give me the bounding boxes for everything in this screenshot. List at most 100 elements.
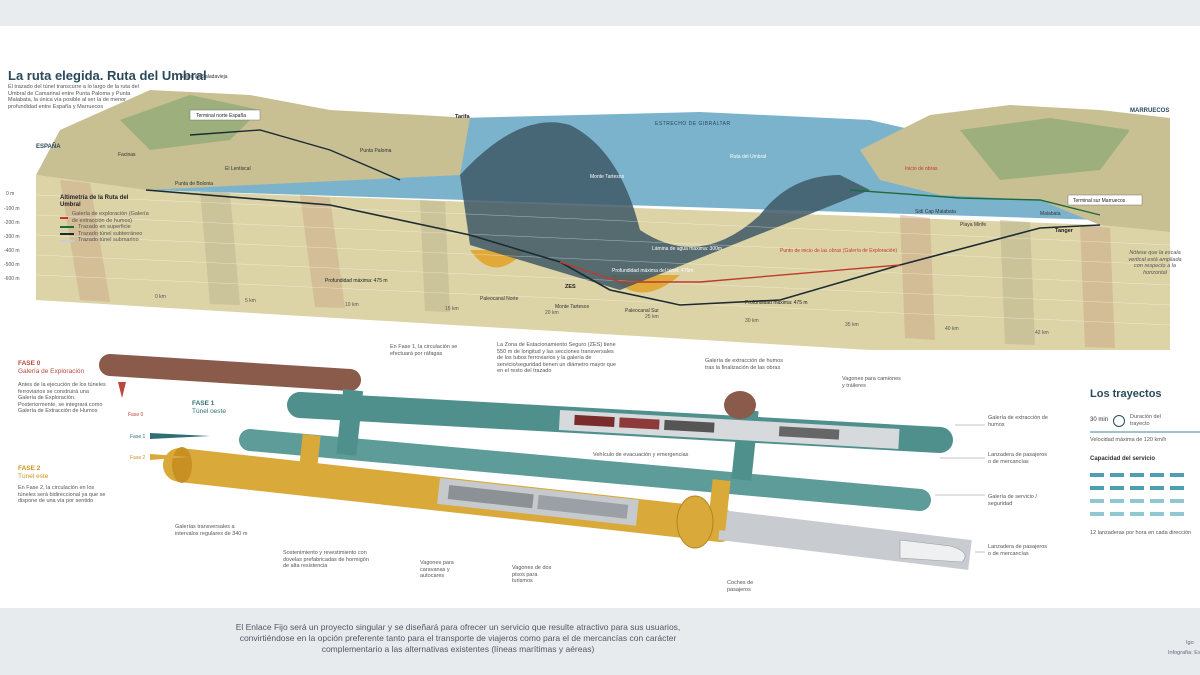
terminal-north-box [189,109,261,121]
arrow-fase1-icon [150,433,210,439]
tunnel-cutaway-diagram: Fase 0 Fase 1 Fase 2 [99,354,985,570]
service-gallery-tube [239,429,931,511]
km-ticks: 0 km 5 km 10 km 15 km 20 km 25 km 30 km … [155,294,1049,336]
page-title: La ruta elegida. Ruta del Umbral [8,68,207,83]
label-malabata: Malabata [1040,211,1061,217]
legend-item-1: Trazado en superficie [60,224,150,231]
phase1-name: Túnel oeste [192,408,226,415]
label-prof-max-right: Profundidad máxima: 475 m [745,300,808,306]
callout-vagones-dos-pisos: Vagones de dos pisos para turismos [512,565,552,585]
morocco-hills [960,118,1130,180]
trayectos-panel: Los trayectos 30 min Duración del trayec… [1090,388,1200,536]
km-label-9: 42 km [1035,330,1049,336]
duration-row: 30 min Duración del trayecto [1090,414,1200,427]
label-playa: Playa Mirife [960,222,986,228]
legend-item-2: Trazado túnel subterráneo [60,231,150,238]
km-label-4: 20 km [545,310,559,316]
callout-vehiculo: Vehículo de evacuación y emergencias [593,452,689,458]
label-paleocanal-sur: Paleocanal Sur [625,308,659,314]
phase1-block: FASE 1 Túnel oeste [192,400,272,416]
legend-swatch-0 [60,216,68,219]
freight-train [574,414,840,440]
top-band [0,0,1200,26]
label-prof-max-left: Profundidad máxima: 475 m [325,278,388,284]
callout-right-galeria: Galería de extracción de humos [988,415,1048,428]
label-tanger: Tanger [1055,228,1074,234]
phase0-desc: Antes de la ejecución de los túneles fer… [18,382,106,415]
shuttle-row-4 [1090,511,1190,516]
depth-label-1: -100 m [4,206,20,212]
phase1-note: En Fase 1, la circulación se efectuará p… [390,344,458,357]
legend-label-3: Trazado túnel submarino [78,237,139,244]
label-paleocanal-norte: Paleocanal Norte [480,296,519,302]
depth-label-2: -200 m [4,220,20,226]
zes-description: La Zona de Estacionamiento Seguro (ZES) … [497,342,616,375]
depth-ticks: 0 m -100 m -200 m -300 m -400 m -500 m -… [4,191,20,282]
legend-label-0: Galería de exploración (Galería de extra… [71,211,149,224]
legend-swatch-3 [60,239,74,242]
callout-coches-pasajeros: Coches de pasajeros [727,580,754,593]
seabed-trough [460,122,870,290]
carrier-wagon-1 [447,485,534,509]
footer-band [0,608,1200,675]
strait-block-diagram: 0 km 5 km 10 km 15 km 20 km 25 km 30 km … [4,74,1171,350]
km-label-1: 5 km [245,298,256,304]
label-prof-tunel: Profundidad máxima del túnel: 475m [612,268,693,274]
label-bolonia: Punta de Bolonia [175,181,213,187]
passenger-shuttle [899,539,966,563]
phase0-block: FASE 0 Galería de Exploración Antes de l… [18,360,108,415]
phase2-name: Túnel este [18,473,49,480]
cross-gallery-1 [336,389,364,456]
callout-right-servicio: Galería de servicio / seguridad [988,494,1037,507]
exploration-gallery-ring [724,391,756,419]
wagon-4 [778,426,840,440]
depth-label-4: -400 m [4,248,20,254]
km-label-8: 40 km [945,326,959,332]
label-paloma: Punta Paloma [360,148,392,154]
callout-sostenimiento: Sostenimiento y revestimiento con dovela… [283,550,369,570]
depth-grid [35,194,1171,326]
intro-text: El trazado del túnel transcurre a lo lar… [8,84,139,110]
exploration-gallery-tube [99,354,361,391]
wagon-1 [574,414,615,428]
legend-swatch-1 [60,226,74,229]
label-morocco: MARRUECOS [1130,108,1169,114]
arrow-fase2-icon [150,454,190,460]
km-label-7: 35 km [845,322,859,328]
wagon-2 [619,417,660,430]
capacity-title: Capacidad del servicio [1090,455,1156,462]
car-carrier-train [447,485,629,519]
label-strait: ESTRECHO DE GIBRALTAR [655,121,731,127]
label-zes: ZES [565,284,576,290]
arrow-label-f0: Fase 0 [128,412,144,418]
phase0-title: FASE 0 [18,360,41,367]
scale-note: Nótese que la escala vertical está ampli… [1128,250,1182,276]
credit-1: Igo [1186,640,1194,646]
surface-route-morocco [849,189,1101,216]
legend-item-0: Galería de exploración (Galería de extra… [60,211,150,224]
label-inicio-obras: Inicio de obras [905,166,938,172]
carrier-wagon-2 [537,494,629,519]
trayectos-title: Los trayectos [1090,388,1162,400]
strata-bands [60,180,1115,348]
phase2-block: FASE 2 Túnel este En Fase 2, la circulac… [18,465,108,505]
phase2-desc: En Fase 2, la circulación en los túneles… [18,485,106,505]
callout-right-lanzadera-2: Lanzadera de pasajeros o de mercancías [988,544,1048,557]
depth-label-0: 0 m [6,191,14,197]
shuttle-row-3 [1090,498,1190,503]
east-tunnel-cap [172,447,192,483]
phase1-title: FASE 1 [192,400,215,407]
legend-label-1: Trazado en superficie [78,224,131,231]
depth-label-3: -300 m [4,234,20,240]
east-tunnel-ring [676,495,714,549]
label-spain: ESPAÑA [36,143,61,150]
spain-land [36,90,470,190]
speed-bar [1090,431,1200,434]
tunnel-profile [145,189,1101,306]
legend-title: Altimetría de la Ruta del Umbral [60,195,129,208]
callout-galeria-humos: Galería de extracción de humos tras la f… [705,358,783,371]
spain-hills [120,95,260,150]
duration-time: 30 min [1090,417,1109,424]
label-lentiscal: El Lentiscal [225,166,251,172]
arrow-fase0-icon [118,382,126,398]
